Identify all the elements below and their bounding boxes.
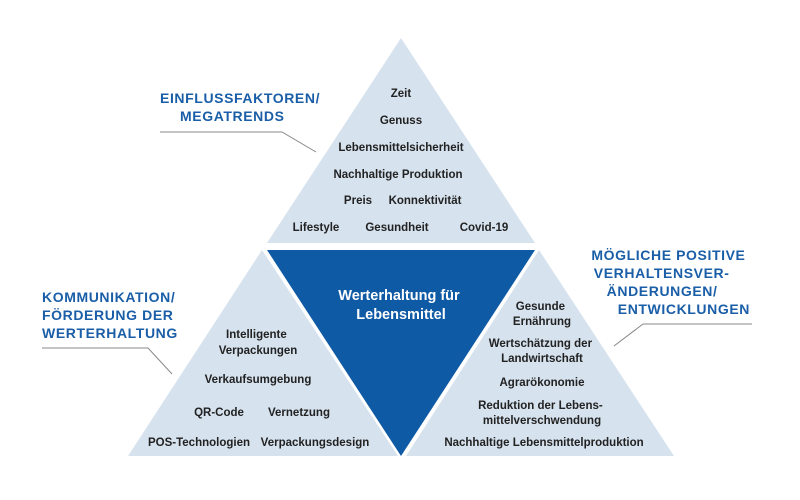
- item-genuss: Genuss: [380, 115, 422, 127]
- item-wertschaetzung-landwirtschaft: Wertschätzung der Landwirtschaft: [489, 338, 596, 365]
- left-heading-line-1: KOMMUNIKATION/: [42, 289, 175, 305]
- item-vernetzung: Vernetzung: [268, 407, 330, 419]
- item-intelligente-verpackungen-line-2: Verpackungen: [219, 345, 298, 357]
- item-nachhaltige-produktion: Nachhaltige Produktion: [333, 169, 462, 181]
- right-heading-leader: [613, 323, 752, 347]
- item-reduktion-lebensmittelverschwendung: Reduktion der Lebens- mittelverschwendun…: [478, 400, 606, 427]
- top-heading-line-2: MEGATRENDS: [180, 108, 285, 124]
- item-covid-19: Covid-19: [460, 222, 509, 234]
- right-heading: MÖGLICHE POSITIVE VERHALTENSVER- ÄNDERUN…: [591, 247, 750, 317]
- item-wertschaetzung-line-2: Landwirtschaft: [501, 353, 583, 365]
- item-qr-code: QR-Code: [194, 407, 244, 419]
- right-heading-line-2: VERHALTENSVER-: [594, 265, 730, 281]
- top-heading: EINFLUSSFAKTOREN/ MEGATRENDS: [160, 90, 325, 124]
- item-reduktion-line-1: Reduktion der Lebens-: [478, 400, 603, 412]
- center-triangle: [267, 250, 535, 456]
- item-intelligente-verpackungen: Intelligente Verpackungen: [219, 329, 298, 357]
- item-lebensmittelsicherheit: Lebensmittelsicherheit: [338, 142, 463, 154]
- item-nachhaltige-lebensmittelproduktion: Nachhaltige Lebensmittelproduktion: [444, 437, 643, 449]
- item-intelligente-verpackungen-line-1: Intelligente: [226, 329, 287, 341]
- left-heading-line-2: FÖRDERUNG DER: [42, 307, 173, 323]
- item-verkaufsumgebung: Verkaufsumgebung: [205, 374, 312, 386]
- item-agraroekonomie: Agrarökonomie: [500, 377, 585, 389]
- top-heading-leader: [160, 131, 317, 153]
- item-preis: Preis: [344, 195, 372, 207]
- item-verpackungsdesign: Verpackungsdesign: [261, 437, 370, 449]
- left-triangle: [128, 250, 398, 456]
- item-gesunde-ernaehrung-line-2: Ernährung: [513, 316, 571, 328]
- left-heading: KOMMUNIKATION/ FÖRDERUNG DER WERTERHALTU…: [42, 289, 180, 341]
- left-heading-leader: [42, 347, 173, 375]
- top-heading-line-1: EINFLUSSFAKTOREN/: [160, 90, 320, 106]
- item-lifestyle: Lifestyle: [293, 222, 340, 234]
- top-triangle: [267, 38, 535, 243]
- item-wertschaetzung-line-1: Wertschätzung der: [489, 338, 593, 350]
- item-gesunde-ernaehrung-line-1: Gesunde: [516, 301, 565, 313]
- item-reduktion-line-2: mittelverschwendung: [483, 415, 601, 427]
- item-zeit: Zeit: [391, 88, 412, 100]
- item-pos-technologien: POS-Technologien: [148, 437, 250, 449]
- item-konnektivitaet: Konnektivität: [389, 195, 462, 207]
- right-heading-line-3: ÄNDERUNGEN/: [607, 283, 718, 299]
- right-heading-line-1: MÖGLICHE POSITIVE: [591, 247, 745, 263]
- center-title-line-2: Lebensmittel: [356, 307, 445, 323]
- center-title-line-1: Werterhaltung für: [338, 288, 460, 304]
- item-gesunde-ernaehrung: Gesunde Ernährung: [513, 301, 571, 328]
- left-heading-line-3: WERTERHALTUNG: [42, 325, 178, 341]
- right-triangle: [406, 250, 674, 456]
- right-heading-line-4: ENTWICKLUNGEN: [618, 301, 750, 317]
- item-gesundheit: Gesundheit: [365, 222, 428, 234]
- center-title: Werterhaltung für Lebensmittel: [338, 288, 463, 323]
